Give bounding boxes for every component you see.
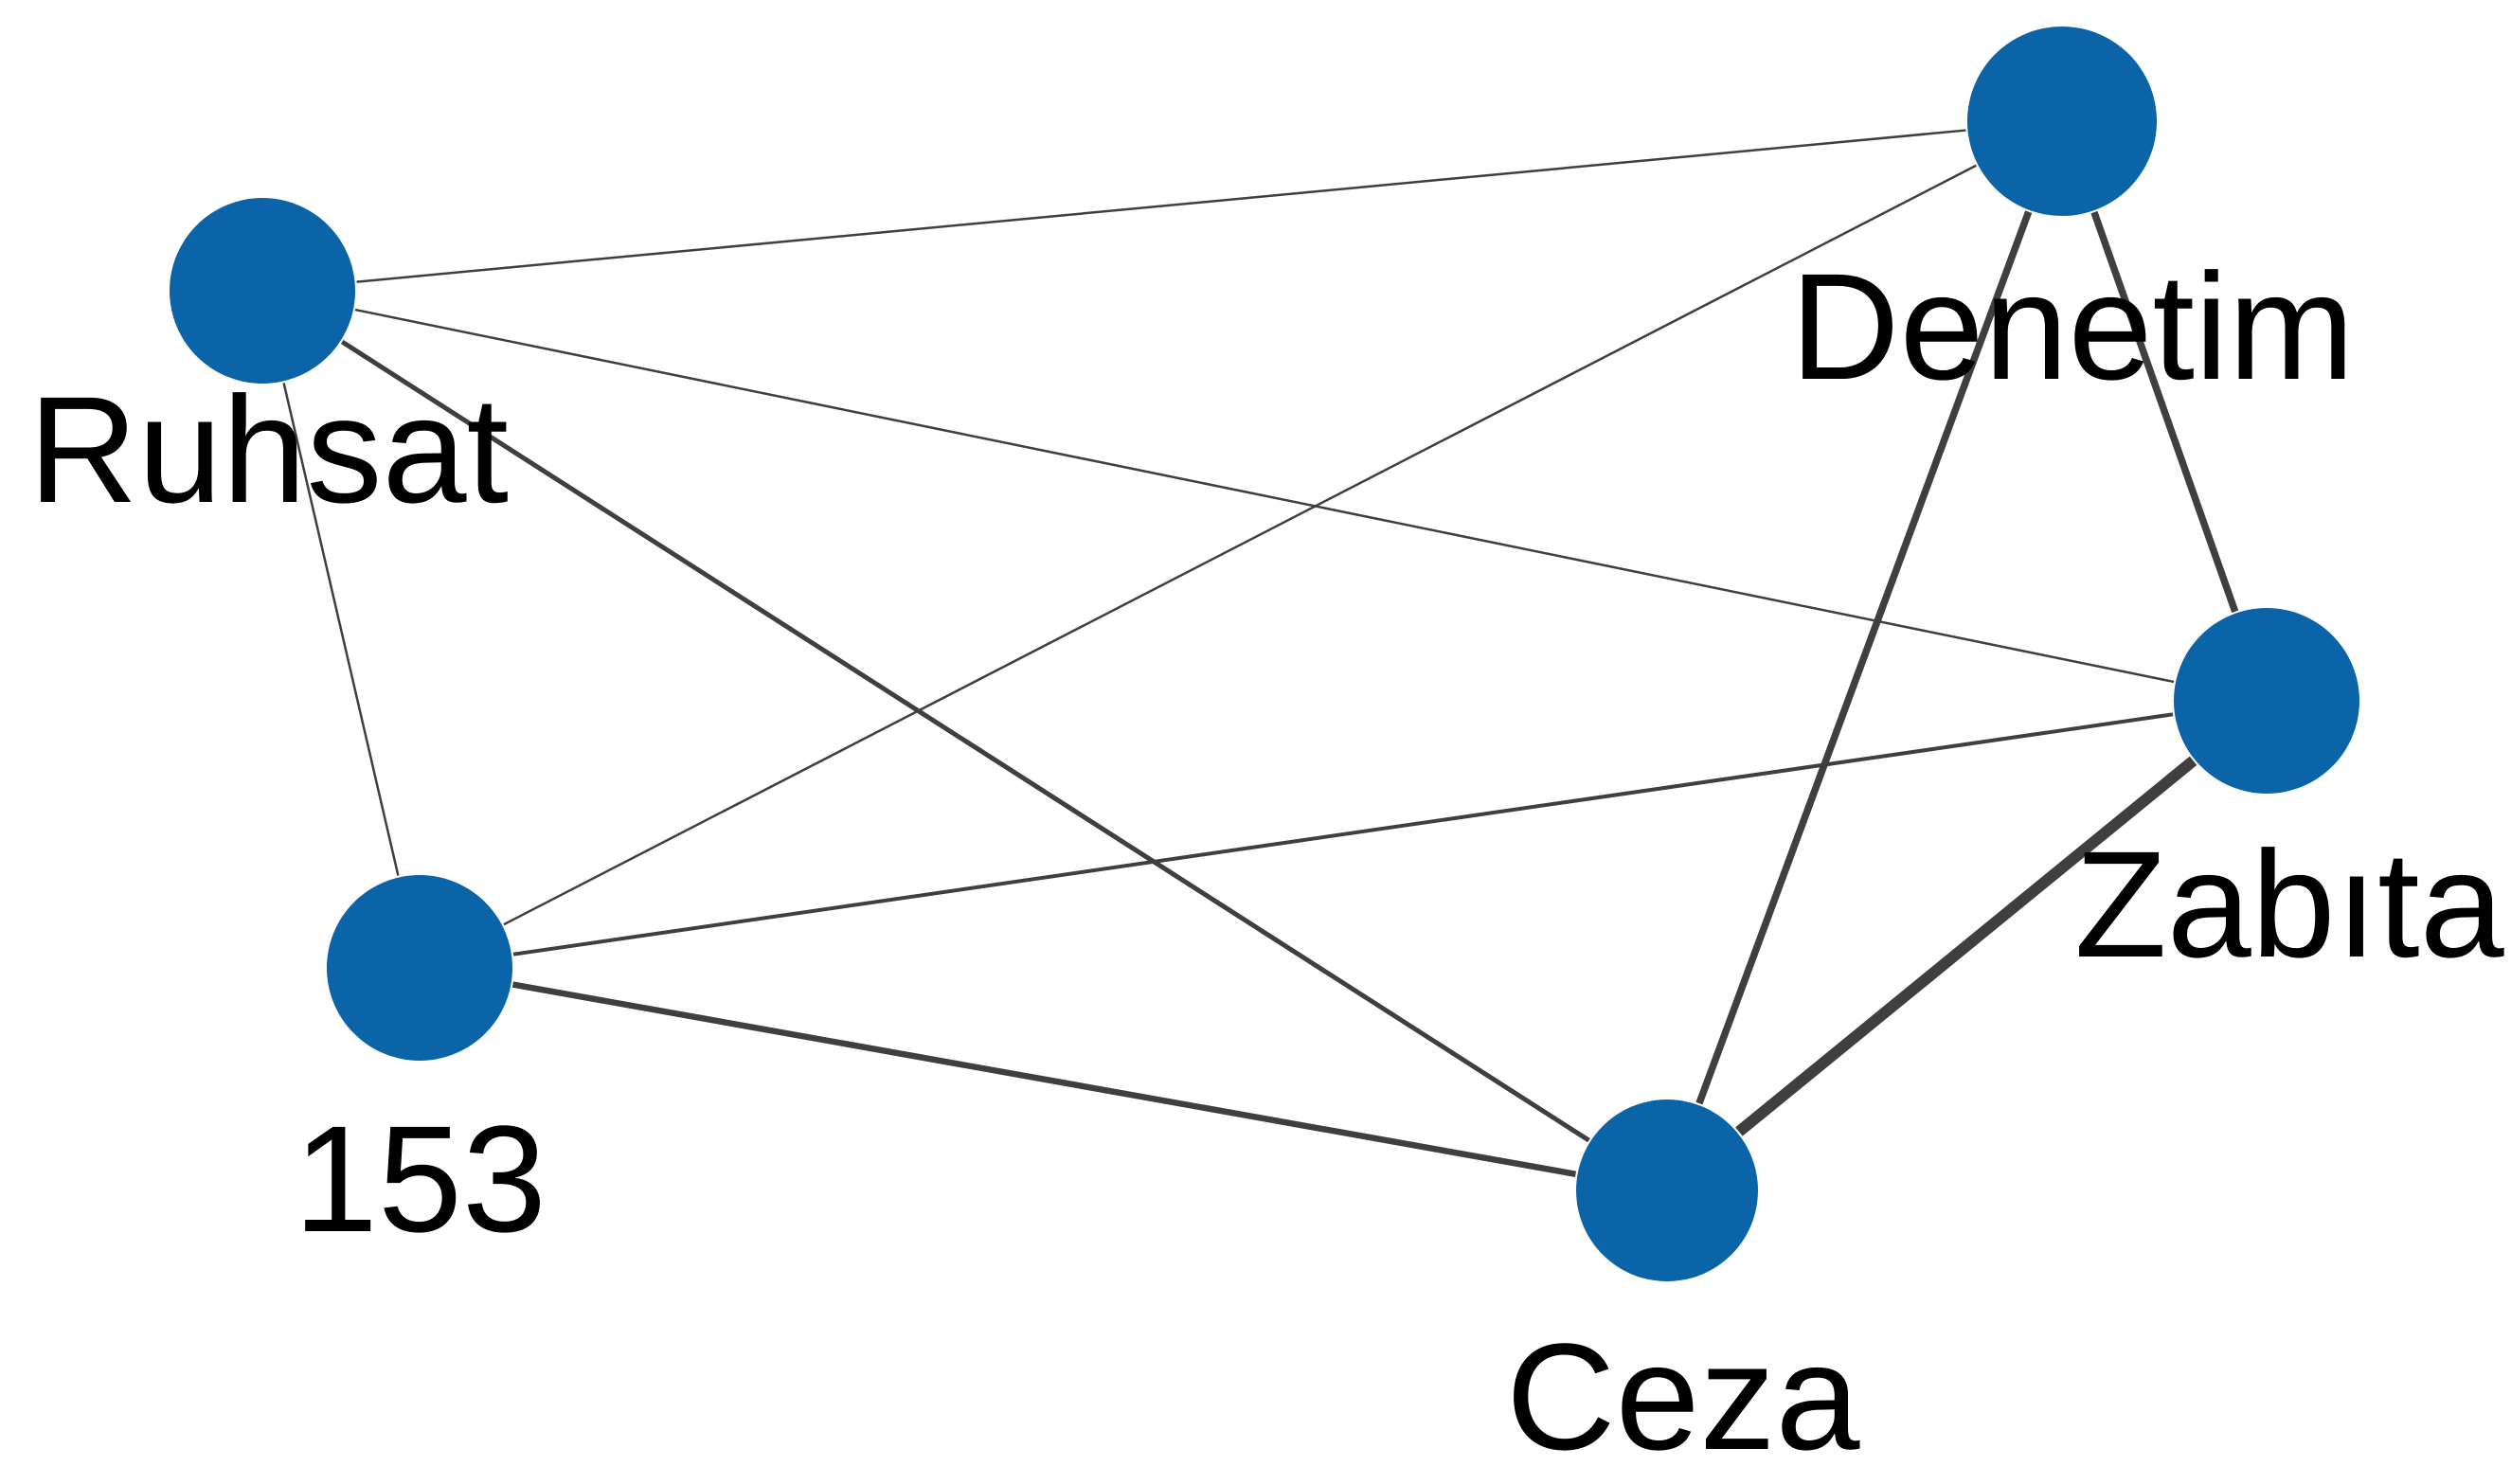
edge-ruhsat-denetim xyxy=(356,129,1966,283)
edge-layer xyxy=(282,129,2239,1177)
node-label-ruhsat: Ruhsat xyxy=(28,365,509,534)
node-zabita[interactable] xyxy=(2174,608,2359,794)
edge-denetim-zabita xyxy=(2090,210,2239,613)
edge-ruhsat-ceza xyxy=(340,339,1590,1143)
node-label-zabita: Zabıta xyxy=(2074,819,2504,989)
edge-denetim-ceza xyxy=(1695,210,2033,1105)
edge-ruhsat-zabita xyxy=(354,308,2175,684)
node-n153[interactable] xyxy=(327,875,512,1061)
node-denetim[interactable] xyxy=(1967,27,2157,216)
node-label-denetim: Denetim xyxy=(1790,241,2355,411)
edge-zabita-ceza xyxy=(1735,756,2197,1136)
node-label-ceza: Ceza xyxy=(1506,1312,1860,1481)
edge-n153-zabita xyxy=(512,712,2174,957)
edge-n153-denetim xyxy=(503,164,1977,926)
node-ruhsat[interactable] xyxy=(170,198,355,384)
node-layer xyxy=(170,27,2359,1281)
node-ceza[interactable] xyxy=(1576,1100,1758,1281)
node-label-n153: 153 xyxy=(294,1094,547,1263)
edge-ruhsat-n153 xyxy=(282,383,400,876)
edge-n153-ceza xyxy=(511,981,1577,1177)
